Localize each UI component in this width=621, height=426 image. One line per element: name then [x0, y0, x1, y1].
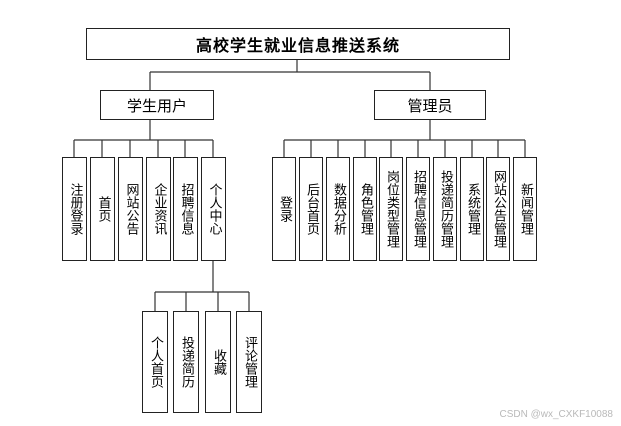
admin-item-node: 岗位类型管理	[379, 157, 403, 261]
personal-center-sub-label: 个人首页	[148, 336, 163, 388]
admin-item-node: 新闻管理	[513, 157, 537, 261]
student-item-label: 招聘信息	[178, 183, 194, 235]
admin-node: 管理员	[374, 90, 486, 120]
personal-center-sub-node: 收藏	[205, 311, 231, 413]
student-item-node: 企业资讯	[146, 157, 171, 261]
admin-item-node: 招聘信息管理	[406, 157, 430, 261]
student-user-node: 学生用户	[100, 90, 214, 120]
personal-center-sub-node: 投递简历	[173, 311, 199, 413]
student-user-label: 学生用户	[126, 96, 187, 115]
student-item-node: 首页	[90, 157, 115, 261]
student-item-label: 企业资讯	[151, 183, 167, 235]
student-item-node: 网站公告	[118, 157, 143, 261]
student-item-label: 网站公告	[123, 183, 139, 235]
admin-item-label: 角色管理	[358, 183, 373, 235]
admin-item-label: 招聘信息管理	[411, 170, 426, 248]
student-item-label: 首页	[95, 196, 111, 222]
admin-item-node: 登录	[272, 157, 296, 261]
personal-center-node: 个人中心	[201, 157, 226, 261]
admin-item-label: 系统管理	[465, 183, 480, 235]
admin-item-node: 角色管理	[353, 157, 377, 261]
admin-item-label: 登录	[277, 196, 292, 222]
admin-item-node: 数据分析	[326, 157, 350, 261]
watermark-text: CSDN @wx_CXKF10088	[499, 409, 613, 420]
personal-center-sub-node: 评论管理	[236, 311, 262, 413]
admin-item-node: 后台首页	[299, 157, 323, 261]
admin-item-label: 新闻管理	[518, 183, 533, 235]
personal-center-sub-label: 投递简历	[179, 336, 194, 388]
student-item-node: 招聘信息	[173, 157, 198, 261]
admin-item-label: 岗位类型管理	[384, 170, 399, 248]
root-label: 高校学生就业信息推送系统	[195, 36, 400, 55]
student-item-node: 注册登录	[62, 157, 87, 261]
admin-item-label: 后台首页	[304, 183, 319, 235]
admin-item-label: 投递简历管理	[438, 170, 453, 248]
personal-center-sub-label: 收藏	[211, 349, 226, 375]
root-node: 高校学生就业信息推送系统	[86, 28, 510, 60]
personal-center-sub-label: 评论管理	[242, 336, 257, 388]
admin-item-node: 系统管理	[460, 157, 484, 261]
admin-item-label: 数据分析	[331, 183, 346, 235]
admin-item-node: 网站公告管理	[486, 157, 510, 261]
student-item-label: 注册登录	[67, 183, 83, 235]
personal-center-sub-node: 个人首页	[142, 311, 168, 413]
admin-item-node: 投递简历管理	[433, 157, 457, 261]
personal-center-label: 个人中心	[206, 183, 222, 235]
admin-item-label: 网站公告管理	[491, 170, 506, 248]
admin-label: 管理员	[407, 96, 453, 115]
